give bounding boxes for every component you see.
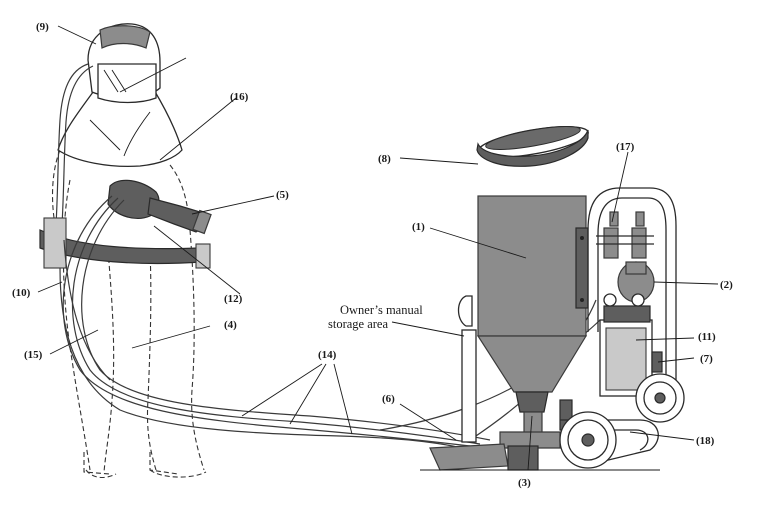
- label-part-16: (16): [230, 91, 249, 103]
- label-part-11: (11): [698, 331, 716, 343]
- label-part-1: (1): [412, 221, 425, 233]
- owners-manual-note-line1: Owner’s manual: [340, 303, 423, 317]
- label-part-3: (3): [518, 477, 531, 489]
- label-part-15: (15): [24, 349, 43, 361]
- callout-lines: [37, 25, 719, 471]
- label-part-10: (10): [12, 287, 31, 299]
- label-part-5: (5): [276, 189, 289, 201]
- label-part-17: (17): [616, 141, 635, 153]
- owners-manual-note-line2: storage area: [328, 317, 388, 331]
- label-part-18: (18): [696, 435, 715, 447]
- label-part-4: (4): [224, 319, 237, 331]
- label-part-14: (14): [318, 349, 337, 361]
- label-part-7: (7): [700, 353, 713, 365]
- label-part-12: (12): [224, 293, 243, 305]
- label-part-6: (6): [382, 393, 395, 405]
- label-part-8: (8): [378, 153, 391, 165]
- label-part-2: (2): [720, 279, 733, 291]
- blast-machine: [420, 126, 685, 471]
- operator-figure: [39, 23, 212, 479]
- part-labels: (9) (16) (8) (17) (5) (1) (2) (10) (12) …: [12, 21, 733, 489]
- label-part-9: (9): [36, 21, 49, 33]
